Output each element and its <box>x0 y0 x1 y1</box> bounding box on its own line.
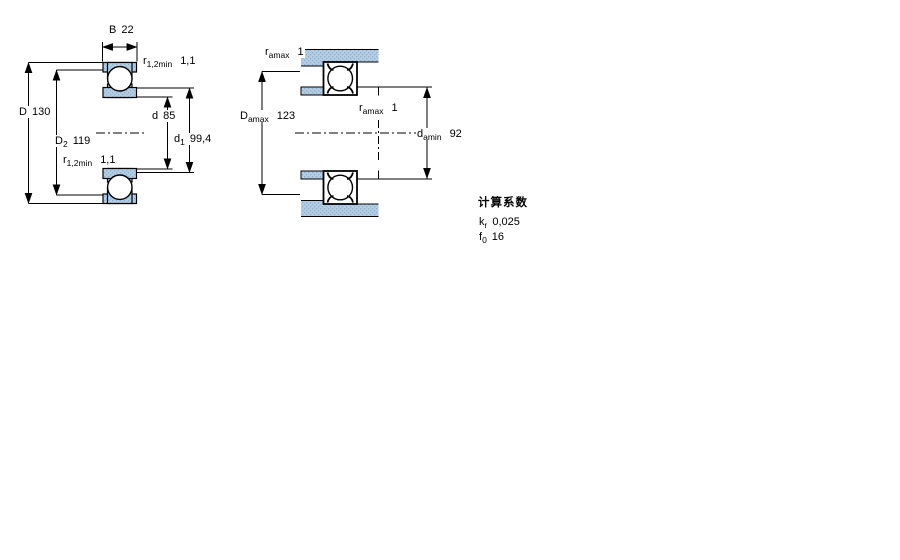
dim-symbol: r <box>143 55 147 67</box>
dim-subscript: amax <box>268 50 290 60</box>
right-figure-mounting-section <box>258 49 449 217</box>
dim-value: 1,1 <box>180 55 196 67</box>
dim-label-r12-top: r1,2min 1,1 <box>142 55 197 69</box>
factor-symbol: f <box>479 231 483 243</box>
extension-lines-right <box>262 71 432 195</box>
dim-subscript: amin <box>423 132 442 142</box>
dim-value: 130 <box>31 106 51 118</box>
dim-value: 85 <box>163 110 176 122</box>
ball-bottom-right-figure <box>327 174 354 201</box>
left-figure-bearing-section <box>24 42 194 205</box>
dim-value: 92 <box>449 128 462 140</box>
dim-subscript: 2 <box>62 139 68 149</box>
dim-label-B: B 22 <box>108 24 135 36</box>
factor-subscript: 0 <box>482 235 487 245</box>
dim-label-Da-max: Damax 123 <box>239 110 297 124</box>
dim-subscript: amax <box>362 106 384 116</box>
dim-value: 1,1 <box>100 154 116 166</box>
dim-symbol: d <box>417 128 424 140</box>
bearing-top-half <box>102 61 138 99</box>
ball-bottom <box>106 174 133 201</box>
ball-top <box>106 65 133 92</box>
dim-value: 123 <box>276 110 296 122</box>
dim-label-r12-mid: r1,2min 1,1 <box>62 154 117 168</box>
factor-symbol: k <box>479 216 485 228</box>
dim-subscript: amax <box>247 114 269 124</box>
dim-symbol: r <box>265 46 269 58</box>
factor-value: 16 <box>491 231 505 243</box>
housing-shaft-sections <box>300 49 379 217</box>
dim-symbol: d <box>152 110 159 122</box>
dimension-lines-left <box>24 43 194 205</box>
dim-label-D: D 130 <box>18 106 52 118</box>
mounted-bearing-bottom-half <box>322 170 358 205</box>
factor-value: 0,025 <box>492 216 520 228</box>
dim-symbol: r <box>359 102 363 114</box>
factor-f0: f0 16 <box>478 231 505 245</box>
dim-value: 119 <box>72 135 91 147</box>
dim-label-d: d 85 <box>151 110 177 122</box>
shaft-shoulder-bottom <box>300 170 324 180</box>
calculation-factors-heading: 计算系数 <box>478 197 528 209</box>
ring-groove-marks-top <box>326 63 354 94</box>
bearing-bottom-half <box>102 167 138 205</box>
dim-value: 1 <box>297 46 304 58</box>
dim-subscript: 1,2min <box>66 158 93 168</box>
dim-label-d1: d1 99,4 <box>173 133 213 147</box>
extension-lines-left <box>28 42 194 204</box>
dim-symbol: r <box>63 154 67 166</box>
dim-label-ra-top: ramax 1 <box>264 46 305 60</box>
dim-value: 22 <box>121 24 134 36</box>
dim-subscript: 1,2min <box>146 59 173 69</box>
dim-label-da-min: damin 92 <box>416 128 463 142</box>
dim-subscript: 1 <box>180 137 185 147</box>
dim-symbol: D <box>240 110 248 122</box>
dim-label-ra-mid: ramax 1 <box>358 102 399 116</box>
mounted-bearing-top-half <box>322 61 358 96</box>
factor-kr: kr 0,025 <box>478 216 521 230</box>
dim-symbol: D <box>55 135 63 147</box>
shaft-shoulder-top <box>300 86 324 96</box>
dim-label-D2: D2 119 <box>54 135 92 149</box>
dim-value: 1 <box>391 102 398 114</box>
ring-groove-marks-bottom <box>326 172 354 203</box>
dim-symbol: D <box>19 106 27 118</box>
factor-subscript: r <box>484 220 488 230</box>
ball-top-right-figure <box>327 65 354 92</box>
dim-value: 99,4 <box>189 133 212 145</box>
dim-symbol: d <box>174 133 181 145</box>
dim-symbol: B <box>109 24 117 36</box>
